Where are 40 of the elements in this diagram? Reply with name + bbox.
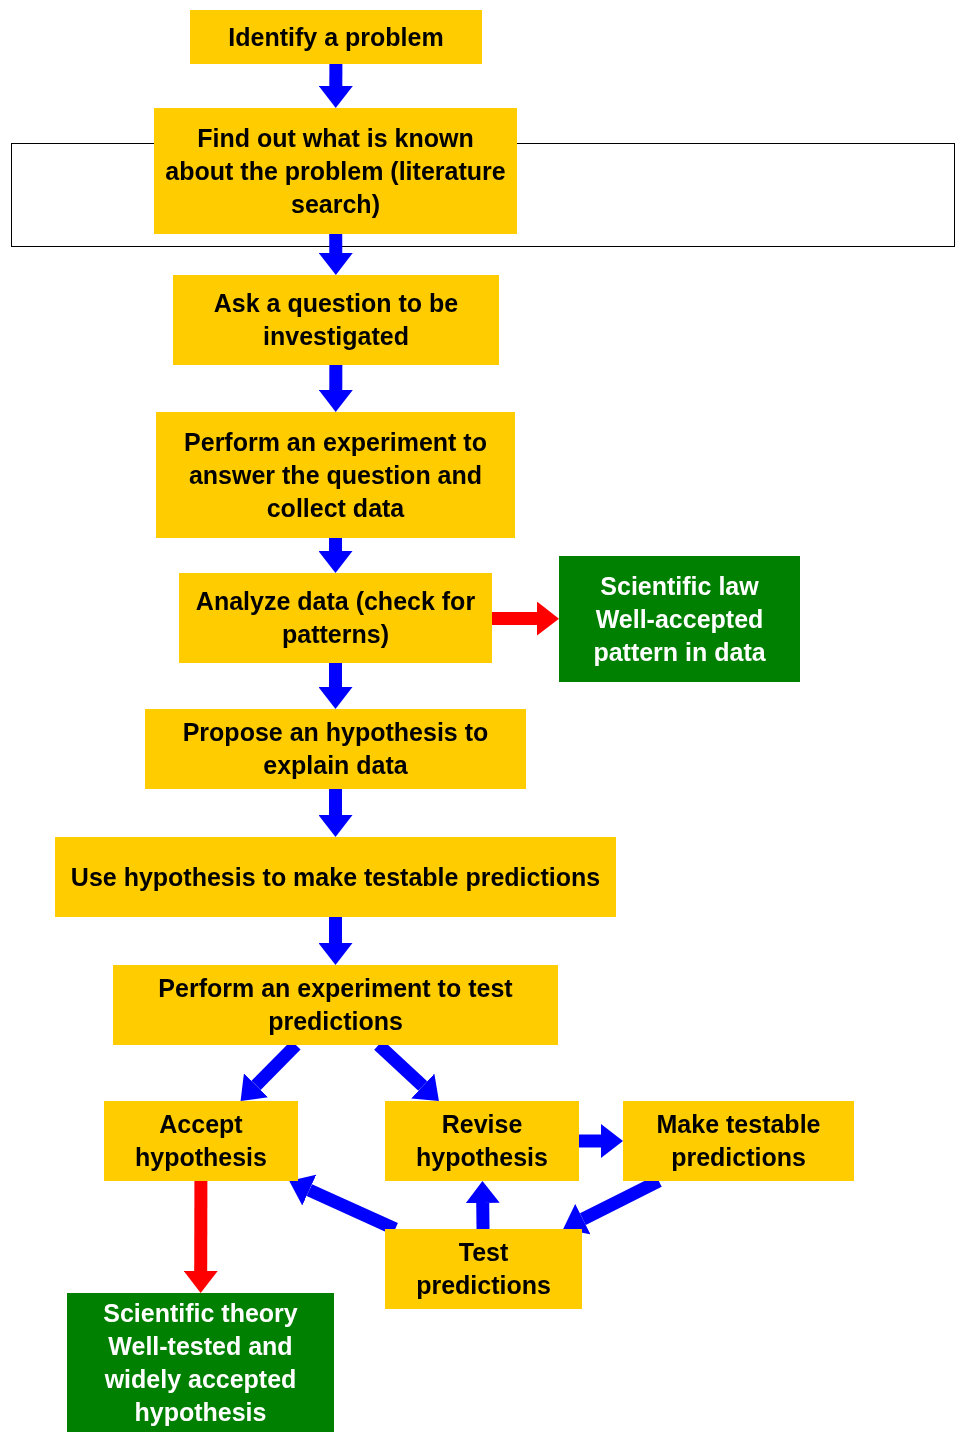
process-box	[385, 1229, 582, 1309]
arrow	[318, 538, 353, 573]
box-text: Scientific theory	[102, 1297, 299, 1329]
box-text: Accept hypothesis	[134, 1109, 268, 1173]
box-text: Scientific law	[599, 570, 760, 602]
box-text: Revise hypothesis	[415, 1109, 549, 1173]
arrow	[318, 233, 353, 275]
box-text: Propose an hypothesis to explain data	[181, 717, 490, 781]
arrow	[183, 1180, 218, 1293]
process-box	[156, 412, 515, 538]
box-text: Use hypothesis to make testable predictions	[69, 861, 602, 893]
process-box	[173, 275, 499, 365]
process-box	[190, 10, 482, 64]
process-box	[104, 1101, 298, 1181]
arrow	[318, 663, 353, 709]
arrow	[318, 789, 353, 837]
result-box	[67, 1293, 334, 1432]
result-box	[559, 556, 800, 682]
arrow	[491, 601, 559, 636]
box-text: Well-tested and widely accepted hypothesis	[103, 1330, 298, 1428]
process-box	[145, 709, 526, 789]
process-box	[55, 837, 616, 917]
box-text: Analyze data (check for patterns)	[194, 586, 477, 650]
box-text: Well-accepted pattern in data	[592, 603, 767, 668]
process-box	[154, 108, 517, 234]
box-text: Ask a question to be investigated	[212, 288, 460, 352]
process-box	[385, 1101, 579, 1181]
arrow	[318, 365, 353, 412]
arrow	[579, 1124, 623, 1158]
arrow	[318, 63, 353, 108]
box-text: Find out what is known about the problem (literature search)	[164, 122, 507, 220]
box-text: Make testable predictions	[655, 1109, 822, 1173]
process-box	[113, 965, 558, 1045]
box-text: Perform an experiment to test predictions	[157, 973, 514, 1037]
process-box	[179, 573, 492, 663]
box-text: Perform an experiment to answer the question and collect data	[183, 426, 488, 524]
box-text: Test predictions	[415, 1237, 552, 1301]
arrow	[318, 917, 353, 965]
process-box	[623, 1101, 854, 1181]
box-text: Identify a problem	[227, 21, 445, 53]
